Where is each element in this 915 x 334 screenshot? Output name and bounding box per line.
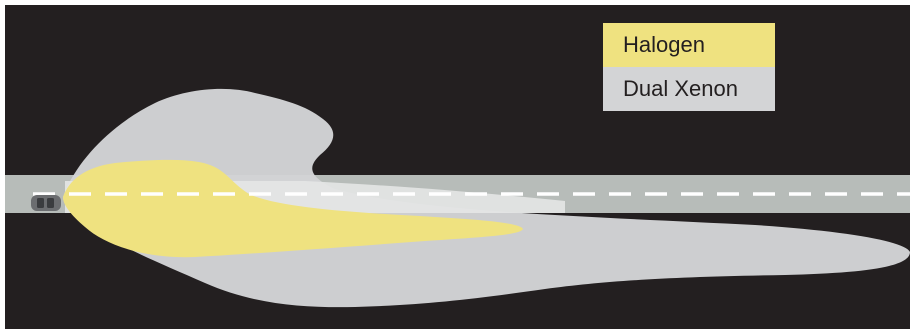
legend: Halogen Dual Xenon <box>603 23 775 111</box>
legend-label-halogen: Halogen <box>623 32 705 58</box>
legend-item-halogen: Halogen <box>603 23 775 67</box>
legend-label-dual-xenon: Dual Xenon <box>623 76 738 102</box>
headlight-beam-diagram: Halogen Dual Xenon <box>5 5 910 329</box>
car-icon <box>31 195 61 211</box>
legend-item-dual-xenon: Dual Xenon <box>603 67 775 111</box>
